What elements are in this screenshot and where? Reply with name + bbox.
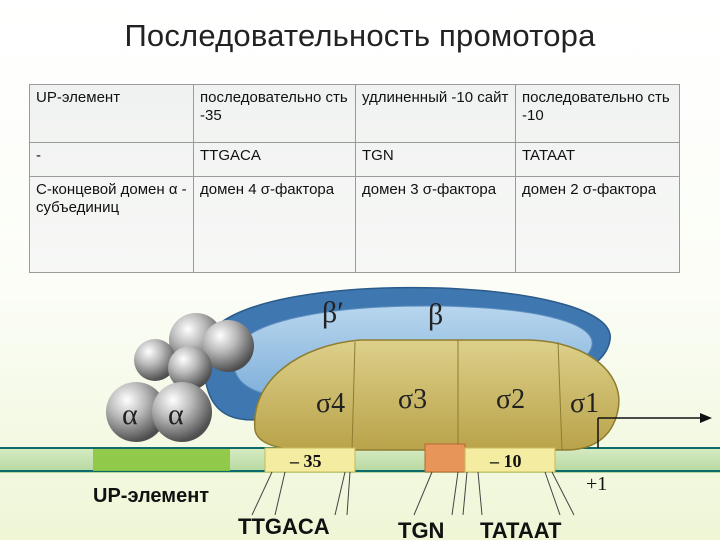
alpha-ntd-sphere [168,346,212,390]
sigma1-label: σ1 [570,388,599,419]
table-cell: TTGACA [193,142,356,177]
tataat-label: TATAAT [480,518,562,540]
beta-prime-label: β′ [322,296,344,329]
minus35-box [264,447,356,473]
table-cell: UP-элемент [29,84,194,143]
table-row: UP-элемент последовательно сть -35 удлин… [29,84,680,143]
alpha-ntd-sphere [202,320,254,372]
promoter-table: UP-элемент последовательно сть -35 удлин… [29,84,680,273]
up-element-label: UP-элемент [93,485,209,507]
sigma4-label: σ4 [316,388,345,419]
table-row: С-концевой домен α - субъединиц домен 4 … [29,176,680,273]
ttgaca-label: TTGACA [238,514,330,539]
tgn-label: TGN [398,518,444,540]
table-cell: удлиненный -10 сайт [355,84,516,143]
sigma-factor [254,339,620,452]
sigma-domain-divider [351,341,356,451]
alpha-ctd-sphere [152,382,212,442]
alpha-ctd-sphere [106,382,166,442]
rna-polymerase-promoter-diagram: β′ β α α σ4 σ3 σ2 σ1 – 35 – 10 +1 UP-эле… [0,286,720,540]
slide-title: Последовательность промотора [124,18,596,53]
alpha-label-right: α [168,398,184,431]
arrow-head-icon [700,413,712,423]
minus35-label: – 35 [289,451,322,471]
table-cell: последовательно сть -10 [515,84,680,143]
table-cell: - [29,142,194,177]
plus1-label: +1 [586,473,607,495]
table-cell: С-концевой домен α - субъединиц [29,176,194,273]
sigma2-label: σ2 [496,384,525,415]
leader-lines [251,471,575,516]
table-cell: домен 4 σ-фактора [193,176,356,273]
table-cell: TATAAT [515,142,680,177]
minus10-box [464,447,556,473]
alpha-label-left: α [122,398,138,431]
tgn-box [424,443,466,473]
table-cell: последовательно сть -35 [193,84,356,143]
sigma3-label: σ3 [398,384,427,415]
table-cell: TGN [355,142,516,177]
sigma-domain-divider [557,341,563,451]
alpha-ntd-sphere [134,339,176,381]
beta-label: β [428,298,443,331]
table-cell: домен 3 σ-фактора [355,176,516,273]
table-row: - TTGACA TGN TATAAT [29,142,680,177]
minus10-label: – 10 [489,451,522,471]
up-element-box [93,449,230,471]
table-cell: домен 2 σ-фактора [515,176,680,273]
